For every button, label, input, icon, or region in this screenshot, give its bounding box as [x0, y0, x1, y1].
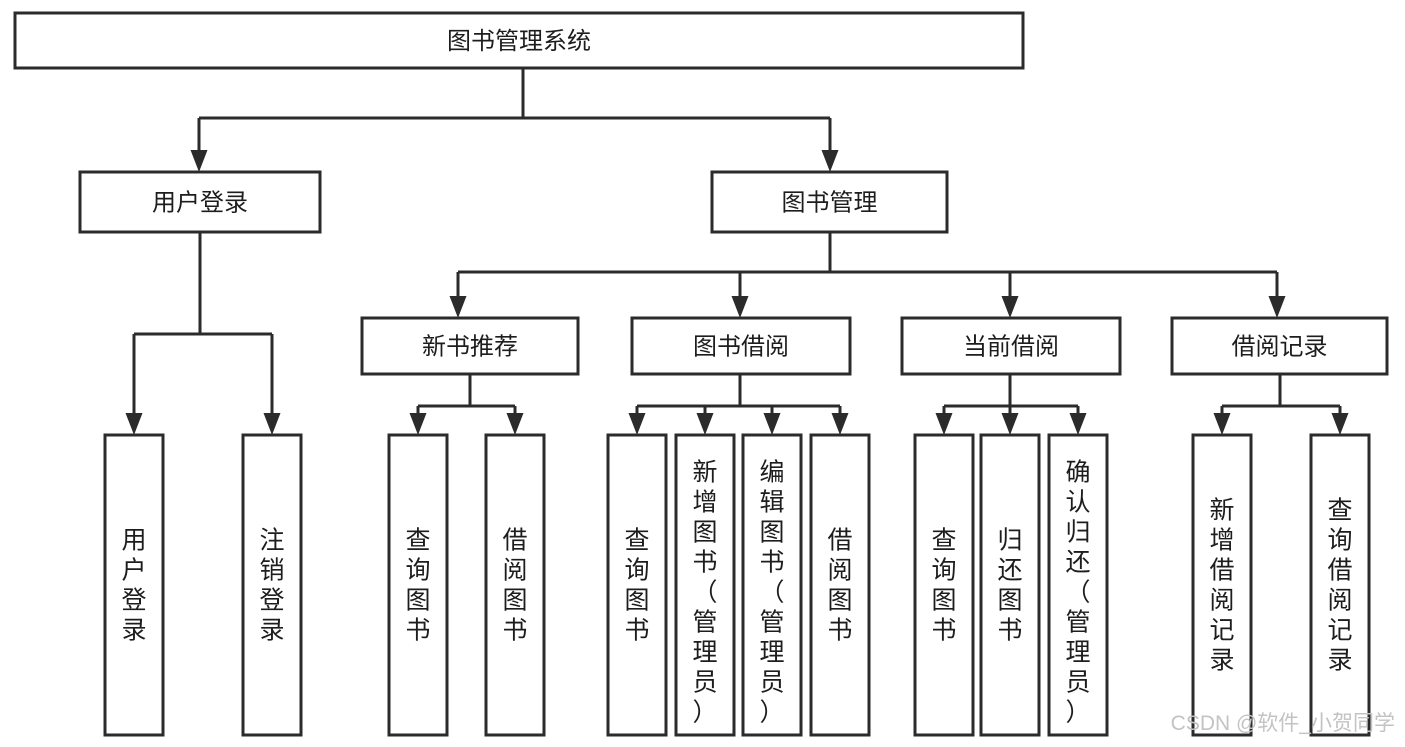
node-label-leaf-query-book-borrow: 查询图书	[624, 526, 649, 644]
arrowhead-borrow-drop-1	[628, 413, 646, 435]
node-current-borrow[interactable]: 当前借阅	[900, 316, 1122, 376]
node-leaf-add-record[interactable]: 新增借阅记录	[1191, 433, 1253, 737]
arrowhead-rec-drop-2	[506, 413, 524, 435]
node-leaf-query-record[interactable]: 查询借阅记录	[1309, 433, 1371, 737]
node-box-leaf-query-book-current[interactable]	[913, 433, 975, 737]
arrowhead-manage-drop-3	[1001, 296, 1019, 318]
node-box-leaf-query-book-borrow[interactable]	[606, 433, 668, 737]
arrowhead-current-drop-3	[1069, 413, 1087, 435]
node-label-leaf-borrow-book-rec: 借阅图书	[502, 526, 527, 644]
node-box-current-borrow[interactable]	[900, 316, 1122, 376]
arrowhead-root-drop-right	[821, 150, 839, 172]
node-leaf-borrow-book-rec[interactable]: 借阅图书	[484, 433, 546, 737]
arrowhead-manage-drop-2	[731, 296, 749, 318]
node-box-book-borrow[interactable]	[630, 316, 852, 376]
node-box-borrow-record[interactable]	[1170, 316, 1389, 376]
arrowhead-record-drop-2	[1331, 413, 1349, 435]
node-leaf-return-book[interactable]: 归还图书	[979, 433, 1041, 737]
node-leaf-query-book-rec[interactable]: 查询图书	[387, 433, 449, 737]
node-box-leaf-edit-book[interactable]	[741, 433, 803, 737]
node-user-login[interactable]: 用户登录	[78, 170, 322, 234]
watermark-label: CSDN @软件_小贺同学	[1171, 712, 1395, 735]
node-box-new-book-recommend[interactable]	[360, 316, 580, 376]
node-box-leaf-user-login[interactable]	[103, 433, 165, 737]
node-box-leaf-borrow-book-rec[interactable]	[484, 433, 546, 737]
arrowhead-borrow-drop-4	[831, 413, 849, 435]
node-label-new-book-recommend: 新书推荐	[422, 334, 518, 361]
node-leaf-query-book-current[interactable]: 查询图书	[913, 433, 975, 737]
arrowhead-borrow-drop-2	[696, 413, 714, 435]
node-leaf-user-login[interactable]: 用户登录	[103, 433, 165, 737]
node-book-borrow[interactable]: 图书借阅	[630, 316, 852, 376]
node-layer: 图书管理系统用户登录图书管理新书推荐图书借阅当前借阅借阅记录用户登录注销登录查询…	[13, 11, 1389, 737]
connector-layer	[125, 68, 1349, 435]
node-box-book-manage[interactable]	[710, 170, 949, 234]
node-borrow-record[interactable]: 借阅记录	[1170, 316, 1389, 376]
node-box-undefined[interactable]	[13, 11, 1025, 70]
arrowhead-current-drop-1	[935, 413, 953, 435]
node-leaf-add-book[interactable]: 新增图书（管理员）	[674, 433, 736, 737]
arrowhead-root-drop-left	[190, 150, 208, 172]
node-box-leaf-add-record[interactable]	[1191, 433, 1253, 737]
node-box-leaf-query-book-rec[interactable]	[387, 433, 449, 737]
node-label-leaf-user-login: 用户登录	[121, 526, 146, 644]
node-box-leaf-query-record[interactable]	[1309, 433, 1371, 737]
node-box-leaf-confirm-return[interactable]	[1047, 433, 1109, 737]
node-label-leaf-borrow-book: 借阅图书	[827, 526, 852, 644]
node-label-leaf-query-book-rec: 查询图书	[405, 526, 430, 644]
node-leaf-confirm-return[interactable]: 确认归还（管理员）	[1047, 433, 1109, 737]
node-label-current-borrow: 当前借阅	[963, 334, 1059, 361]
node-leaf-query-book-borrow[interactable]: 查询图书	[606, 433, 668, 737]
node-label-leaf-edit-book: 编辑图书（管理员）	[759, 458, 784, 726]
arrowhead-login-drop-1	[125, 413, 143, 435]
node-box-leaf-add-book[interactable]	[674, 433, 736, 737]
node-leaf-logout[interactable]: 注销登录	[241, 433, 303, 737]
node-label-leaf-query-record: 查询借阅记录	[1327, 496, 1352, 674]
node-box-leaf-logout[interactable]	[241, 433, 303, 737]
node-leaf-edit-book[interactable]: 编辑图书（管理员）	[741, 433, 803, 737]
node-label-leaf-add-book: 新增图书（管理员）	[692, 458, 717, 726]
node-box-user-login[interactable]	[78, 170, 322, 234]
node-label-borrow-record: 借阅记录	[1232, 334, 1328, 361]
arrowhead-record-drop-1	[1213, 413, 1231, 435]
arrowhead-manage-drop-4	[1268, 296, 1286, 318]
node-label-book-manage: 图书管理	[782, 190, 878, 217]
node-label-user-login: 用户登录	[152, 190, 248, 217]
node-label-undefined: 图书管理系统	[447, 28, 591, 55]
arrowhead-borrow-drop-3	[763, 413, 781, 435]
node-undefined[interactable]: 图书管理系统	[13, 11, 1025, 70]
arrowhead-rec-drop-1	[409, 413, 427, 435]
node-box-leaf-borrow-book[interactable]	[809, 433, 871, 737]
node-label-leaf-return-book: 归还图书	[997, 526, 1022, 644]
node-label-leaf-query-book-current: 查询图书	[931, 526, 956, 644]
node-book-manage[interactable]: 图书管理	[710, 170, 949, 234]
node-box-leaf-return-book[interactable]	[979, 433, 1041, 737]
arrowhead-manage-drop-1	[449, 296, 467, 318]
node-label-leaf-add-record: 新增借阅记录	[1209, 496, 1234, 674]
node-label-book-borrow: 图书借阅	[693, 334, 789, 361]
node-new-book-recommend[interactable]: 新书推荐	[360, 316, 580, 376]
node-label-leaf-confirm-return: 确认归还（管理员）	[1065, 458, 1090, 726]
arrowhead-login-drop-2	[263, 413, 281, 435]
node-label-leaf-logout: 注销登录	[259, 526, 284, 644]
watermark-layer: CSDN @软件_小贺同学	[1171, 712, 1395, 735]
node-leaf-borrow-book[interactable]: 借阅图书	[809, 433, 871, 737]
arrowhead-current-drop-2	[1001, 413, 1019, 435]
